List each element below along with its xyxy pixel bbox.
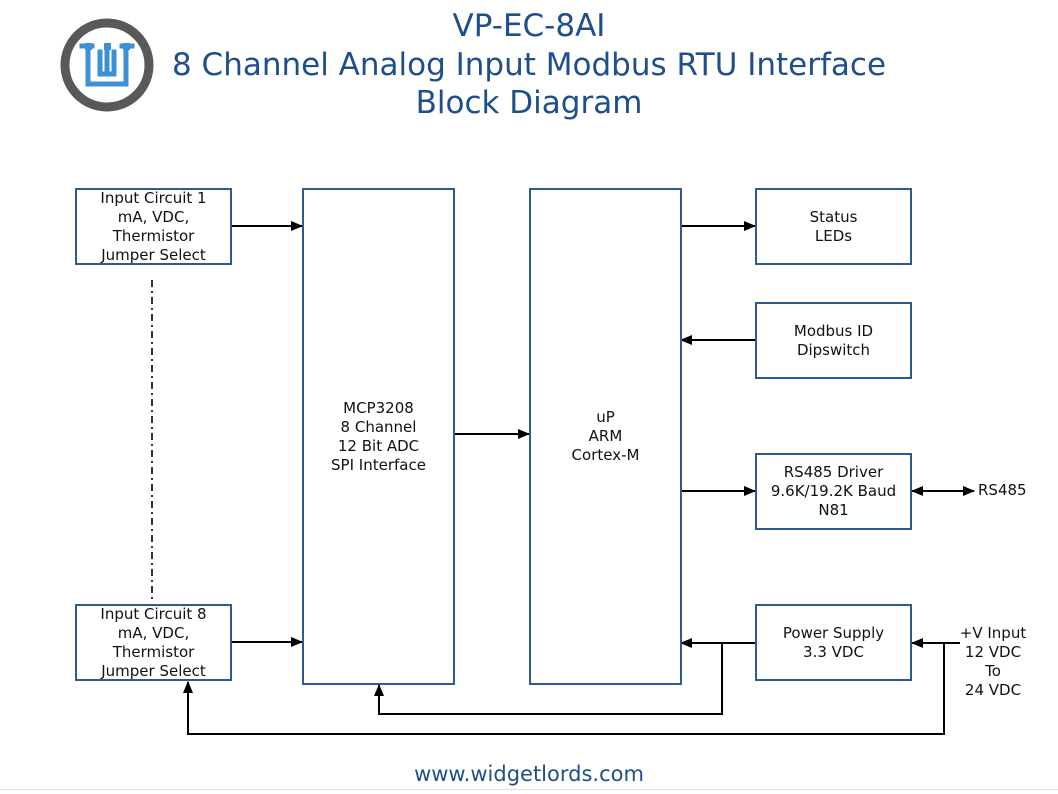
input8-label-line: Thermistor [112,642,195,661]
status-label-line: LEDs [814,226,853,245]
power-input-label-line: 12 VDC [964,643,1022,661]
status-label-line: Status [809,207,858,226]
input8-label-line: Jumper Select [101,661,206,680]
adc-label-line: 12 Bit ADC [337,436,420,455]
modbus-id-label-line: Dipswitch [796,340,871,359]
adc-label-line: 8 Channel [340,417,417,436]
cpu-label-line: ARM [588,427,623,445]
widgetlords-logo-icon [60,18,154,112]
cpu-label-line: uP [596,408,615,426]
rs485-port-label: RS485 [978,481,1027,499]
input8-label-line: Input Circuit 8 [100,604,207,623]
rs485-driver-label-line: N81 [818,501,849,519]
power-label-line: Power Supply [782,623,885,642]
power-label-line: 3.3 VDC [803,642,864,661]
arrow-vin-to-input8 [183,643,945,735]
power-input-label-line: +V Input [959,624,1027,642]
input8-label-line: mA, VDC, [117,623,190,642]
input1-label-line: Input Circuit 1 [100,188,207,207]
input1-label-line: mA, VDC, [117,207,190,226]
cpu-label-line: Cortex-M [571,446,640,464]
power-input-label-line: 24 VDC [964,681,1022,699]
input1-label-line: Jumper Select [101,245,206,264]
footer-divider [0,789,1058,790]
diagram-subtitle: 8 Channel Analog Input Modbus RTU Interf… [171,47,887,83]
rs485-driver-label-line: 9.6K/19.2K Baud [770,482,897,500]
modbus-id-label-line: Modbus ID [793,321,874,340]
diagram-caption: Block Diagram [415,85,643,121]
rs485-driver-label-line: RS485 Driver [783,463,884,481]
adc-label-line: MCP3208 [343,398,414,417]
footer-website: www.widgetlords.com [414,762,644,786]
diagram-title: VP-EC-8AI [452,8,606,44]
power-input-label-line: To [985,662,1001,680]
adc-label-line: SPI Interface [331,455,426,474]
input1-label-line: Thermistor [112,226,195,245]
arrow-power-to-adc [374,643,723,715]
